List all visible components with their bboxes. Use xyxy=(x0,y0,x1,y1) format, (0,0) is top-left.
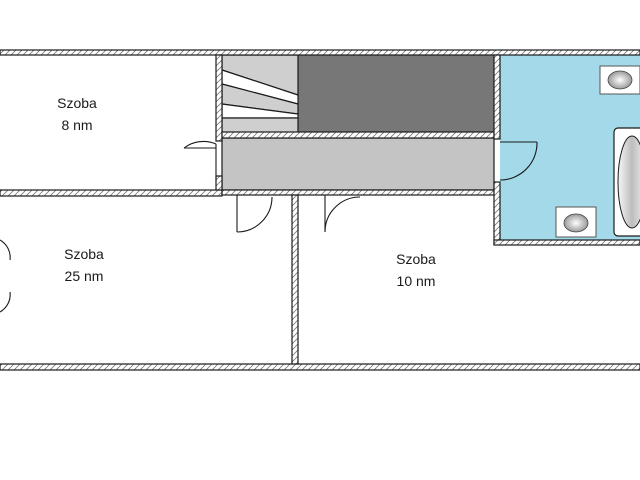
sink-bottom xyxy=(555,206,597,238)
room-label-8: Szoba 8 nm xyxy=(57,95,97,133)
room-area: 10 nm xyxy=(397,273,436,289)
room-name: Szoba xyxy=(57,95,97,111)
corridor xyxy=(221,137,495,191)
door-left-room-25 xyxy=(0,239,11,313)
door-room-10 xyxy=(324,195,361,233)
door-top-room xyxy=(183,140,217,178)
room-label-10: Szoba 10 nm xyxy=(396,251,436,289)
room-name: Szoba xyxy=(64,246,104,262)
bathtub xyxy=(613,127,640,237)
door-room-25 xyxy=(236,195,273,233)
sink-top xyxy=(599,65,640,95)
doors xyxy=(0,140,538,313)
door-bathroom xyxy=(499,141,538,181)
staircase xyxy=(221,54,299,134)
room-area: 25 nm xyxy=(65,268,104,284)
stair-landing xyxy=(298,55,494,132)
room-area: 8 nm xyxy=(61,117,92,133)
walls xyxy=(0,49,640,371)
room-name: Szoba xyxy=(396,251,436,267)
room-label-25: Szoba 25 nm xyxy=(64,246,104,284)
